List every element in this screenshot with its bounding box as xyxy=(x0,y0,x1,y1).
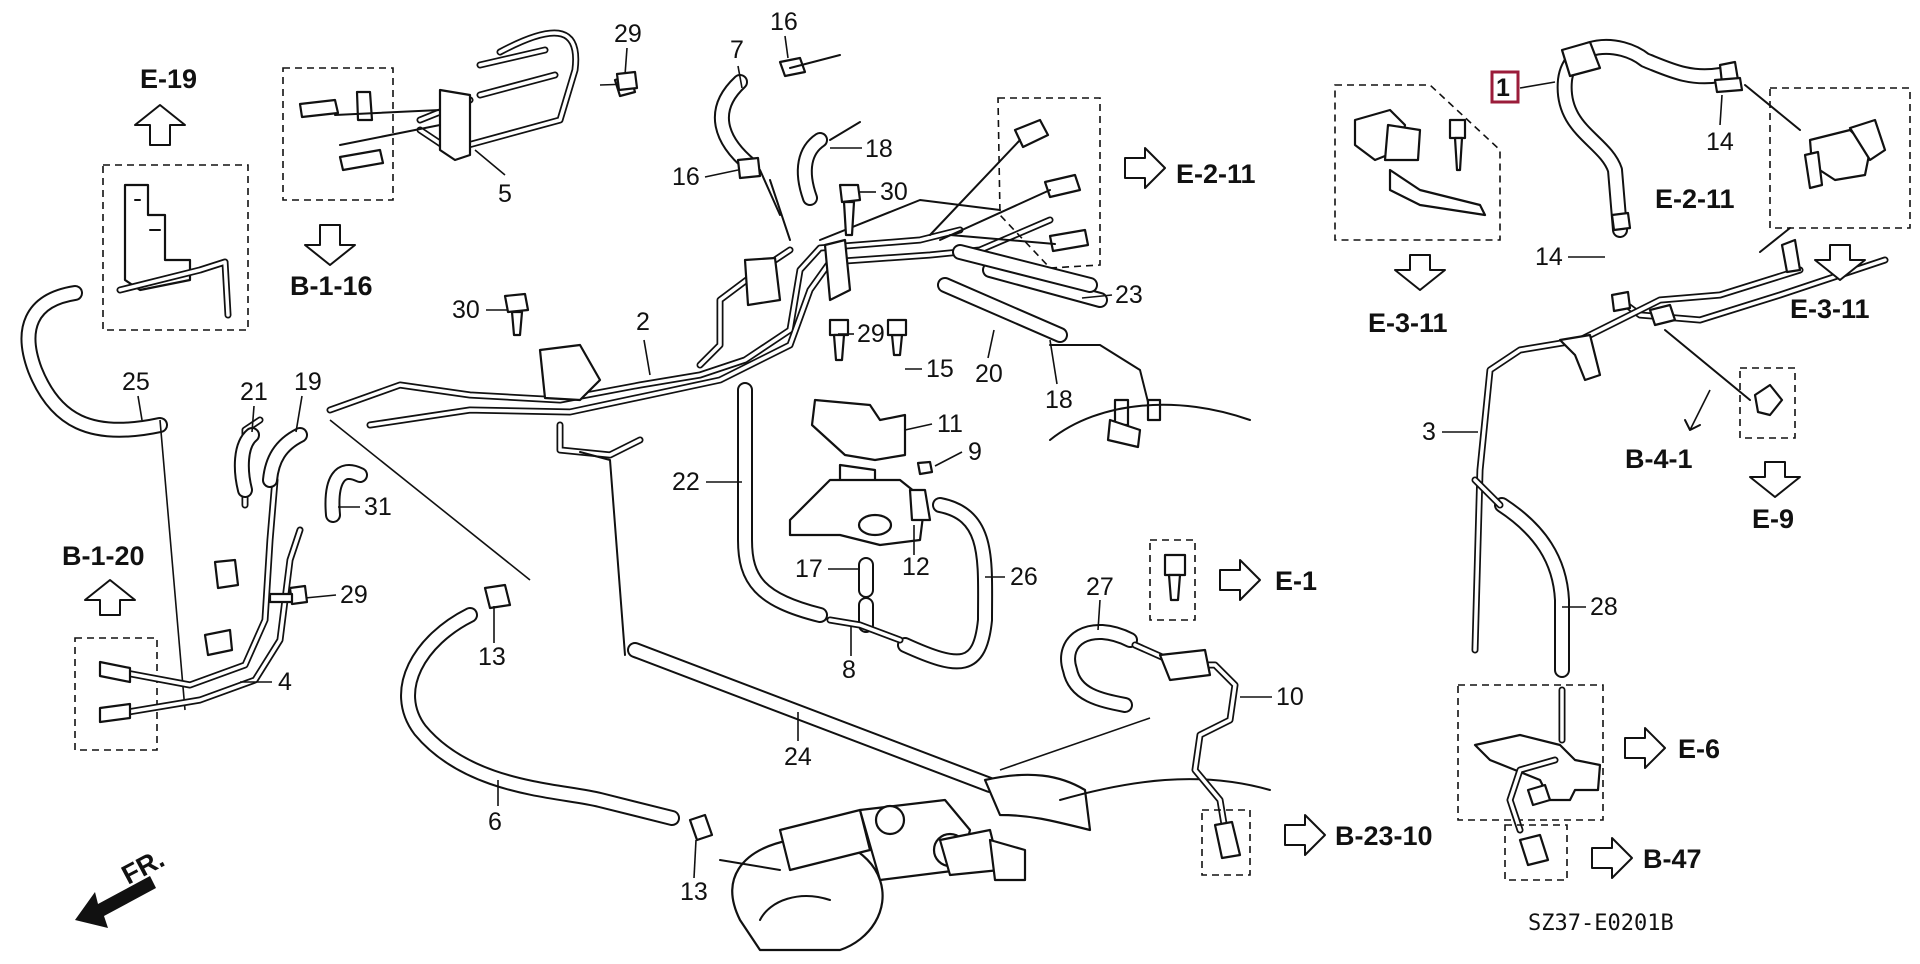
front-direction-indicator: FR. xyxy=(75,843,169,928)
ref-b116[interactable]: B-1-16 xyxy=(290,271,373,301)
ref-e311-right[interactable]: E-3-11 xyxy=(1790,294,1870,324)
clamp-group-e311 xyxy=(1334,84,1501,241)
part-label-24[interactable]: 24 xyxy=(784,743,812,771)
part-label-10[interactable]: 10 xyxy=(1276,683,1304,711)
front-arrow-icon xyxy=(75,876,156,928)
valve-group-e211 xyxy=(1713,60,1911,229)
arrow-right-e1 xyxy=(1219,559,1261,601)
arrow-down-b116 xyxy=(304,224,356,266)
part-label-19[interactable]: 19 xyxy=(294,368,322,396)
part-label-3[interactable]: 3 xyxy=(1422,418,1436,446)
arrow-right-e211 xyxy=(1124,147,1166,189)
part-label-2[interactable]: 2 xyxy=(636,308,650,336)
part-label-23[interactable]: 23 xyxy=(1115,281,1143,309)
part-label-30a[interactable]: 30 xyxy=(880,178,908,206)
part-label-25[interactable]: 25 xyxy=(122,368,150,396)
bracket-e6 xyxy=(1457,684,1604,881)
part-label-21[interactable]: 21 xyxy=(240,378,268,406)
part-callouts: 1 2 3 4 5 6 7 8 9 10 11 12 13 13 14 14 1… xyxy=(122,8,1734,906)
part-label-27[interactable]: 27 xyxy=(1086,573,1114,601)
ref-e211-right[interactable]: E-2-11 xyxy=(1655,184,1735,214)
bolt-30-upper xyxy=(838,183,862,237)
arrow-down-e311-left xyxy=(1394,254,1446,291)
part-label-29c[interactable]: 29 xyxy=(340,581,368,609)
pipe-assembly-3 xyxy=(1471,227,1889,654)
hoses-7-16-18 xyxy=(714,54,861,241)
part-label-8[interactable]: 8 xyxy=(842,656,856,684)
part-label-18b[interactable]: 18 xyxy=(1045,386,1073,414)
part-label-13b[interactable]: 13 xyxy=(680,878,708,906)
arrow-right-b47 xyxy=(1591,837,1633,879)
part-label-16a[interactable]: 16 xyxy=(770,8,798,36)
ref-e311-left[interactable]: E-3-11 xyxy=(1368,308,1448,338)
ref-e9[interactable]: E-9 xyxy=(1752,504,1794,534)
ref-e211[interactable]: E-2-11 xyxy=(1176,159,1256,189)
part-label-13a[interactable]: 13 xyxy=(478,643,506,671)
part-label-17[interactable]: 17 xyxy=(795,555,823,583)
part-label-28[interactable]: 28 xyxy=(1590,593,1618,621)
arrow-down-e311-right xyxy=(1814,244,1866,281)
part-label-30b[interactable]: 30 xyxy=(452,296,480,324)
hose-6 xyxy=(329,419,714,842)
hoses-22-26-8 xyxy=(737,382,994,670)
part-label-1[interactable]: 1 xyxy=(1496,74,1510,102)
front-label: FR. xyxy=(117,843,169,890)
throttle-body xyxy=(719,773,1271,952)
solenoid-valve-11 xyxy=(788,318,934,547)
ref-b47[interactable]: B-47 xyxy=(1643,844,1702,874)
hose-28 xyxy=(1471,476,1570,744)
part-label-4[interactable]: 4 xyxy=(278,668,292,696)
part-label-20[interactable]: 20 xyxy=(975,360,1003,388)
part-label-14a[interactable]: 14 xyxy=(1706,128,1734,156)
hoses-20-23 xyxy=(937,244,1251,449)
ref-b2310[interactable]: B-23-10 xyxy=(1335,821,1433,851)
hose-1 xyxy=(1556,38,1728,238)
ref-arrows xyxy=(84,104,1866,879)
part-label-29a[interactable]: 29 xyxy=(614,20,642,48)
part-1-highlight-box xyxy=(1490,70,1520,104)
reference-labels: E-19 B-1-16 E-2-11 B-1-20 E-1 B-23-10 E-… xyxy=(62,64,1870,874)
pipe-group-10 xyxy=(999,539,1251,876)
part-label-11[interactable]: 11 xyxy=(937,410,963,438)
bolts xyxy=(268,70,639,606)
part-label-7[interactable]: 7 xyxy=(730,36,744,64)
arrow-up-e19 xyxy=(134,104,186,146)
bracket-5 xyxy=(282,29,637,201)
part-label-18a[interactable]: 18 xyxy=(865,135,893,163)
bracket-e19 xyxy=(102,164,249,331)
arrow-up-b120 xyxy=(84,579,136,616)
hoses-21-19-31 xyxy=(233,427,368,523)
clip-group-b41 xyxy=(1739,367,1796,439)
diagram-code: SZ37-E0201B xyxy=(1528,911,1674,936)
arrow-right-e6 xyxy=(1624,727,1666,769)
part-label-6[interactable]: 6 xyxy=(488,808,502,836)
ref-e6[interactable]: E-6 xyxy=(1678,734,1720,764)
ref-b120[interactable]: B-1-20 xyxy=(62,541,145,571)
part-label-22[interactable]: 22 xyxy=(672,468,700,496)
part-label-15[interactable]: 15 xyxy=(926,355,954,383)
ref-e19[interactable]: E-19 xyxy=(140,64,197,94)
part-label-12[interactable]: 12 xyxy=(902,553,930,581)
arrow-right-b2310 xyxy=(1284,814,1326,856)
part-label-14b[interactable]: 14 xyxy=(1535,243,1563,271)
ref-b41[interactable]: B-4-1 xyxy=(1625,444,1693,474)
part-label-29b[interactable]: 29 xyxy=(857,320,885,348)
part-label-26[interactable]: 26 xyxy=(1010,563,1038,591)
connector-group-e211 xyxy=(929,97,1101,269)
hose-25 xyxy=(20,285,186,711)
part-label-16b[interactable]: 16 xyxy=(672,163,700,191)
part-label-31[interactable]: 31 xyxy=(364,493,392,521)
ref-e1[interactable]: E-1 xyxy=(1275,566,1317,596)
arrow-down-e9 xyxy=(1749,461,1801,498)
part-label-9[interactable]: 9 xyxy=(968,438,982,466)
part-label-5[interactable]: 5 xyxy=(498,180,512,208)
